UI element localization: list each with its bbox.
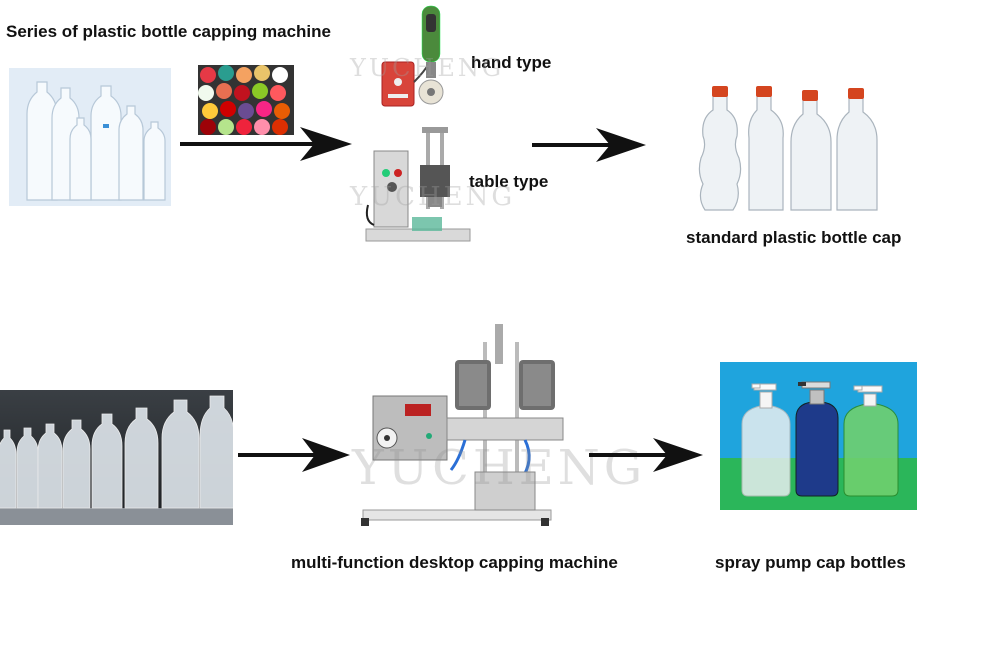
hand-type-capper-image [380,2,475,112]
table-type-capper-image [362,125,472,245]
spray-pump-label: spray pump cap bottles [715,553,906,572]
page-title: Series of plastic bottle capping machine [6,22,331,41]
desktop-machine-label: multi-function desktop capping machine [291,553,618,572]
arrow-right-icon [238,438,350,472]
hand-type-label: hand type [471,53,552,72]
desktop-capping-machine-image [355,322,573,527]
table-type-label: table type [469,172,549,191]
bottle-line-image [0,390,233,525]
arrow-right-icon [589,438,703,472]
standard-cap-label: standard plastic bottle cap [686,228,902,247]
bottle-caps-image [198,65,294,135]
watermark: YUCHENG [350,182,516,212]
arrow-right-icon [180,127,352,161]
watermark: YUCHENG [352,440,647,496]
arrow-right-icon [532,128,646,162]
spray-pump-bottles-image [720,362,917,510]
standard-cap-bottles-image [695,82,890,214]
empty-bottles-image [9,68,171,206]
watermark: YUCHENG [350,54,505,82]
